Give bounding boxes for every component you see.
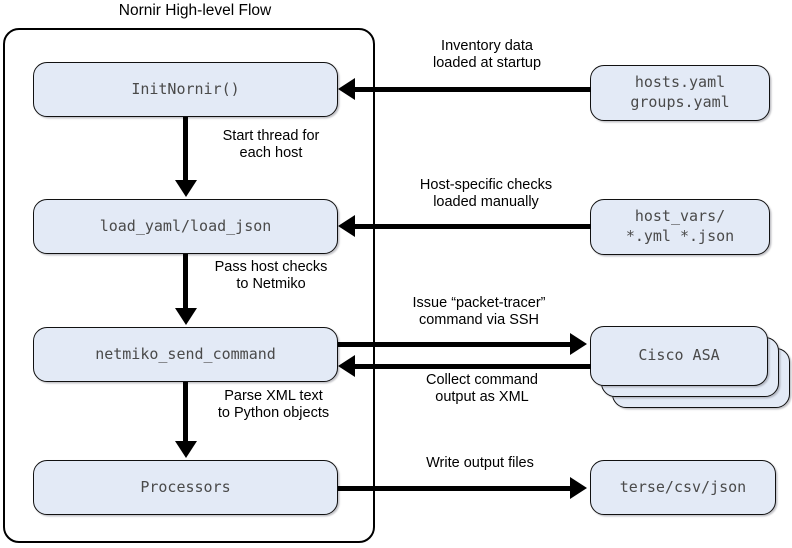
flow-container-boundary [3, 28, 375, 543]
connector-processors-to-outputs-line [338, 486, 574, 491]
connector-init-to-loadyaml-arrowhead [175, 180, 197, 197]
label-inventory-data: Inventory data loaded at startup [432, 38, 542, 72]
label-pass-host-checks: Pass host checks to Netmiko [214, 259, 328, 293]
label-write-output-files: Write output files [426, 455, 534, 471]
node-cisco-asa-front[interactable]: Cisco ASA [590, 326, 768, 386]
connector-hosts-to-init-arrowhead [338, 78, 355, 100]
label-issue-packet-tracer: Issue “packet-tracer” command via SSH [412, 295, 546, 329]
node-load-yaml-load-json[interactable]: load_yaml/load_json [33, 199, 338, 254]
connector-hostvars-to-loadyaml-line [355, 224, 591, 229]
label-host-specific-checks: Host-specific checks loaded manually [419, 177, 553, 211]
connector-hostvars-to-loadyaml-arrowhead [338, 215, 355, 237]
node-output-files[interactable]: terse/csv/json [590, 460, 776, 515]
connector-loadyaml-to-netmiko-arrowhead [175, 308, 197, 325]
connector-loadyaml-to-netmiko-line [183, 254, 188, 310]
node-init-nornir[interactable]: InitNornir() [33, 62, 338, 117]
connector-netmiko-to-asa-arrowhead [570, 333, 587, 355]
label-parse-xml: Parse XML text to Python objects [217, 388, 330, 422]
connector-netmiko-to-asa-line [338, 342, 574, 347]
connector-asa-to-netmiko-line [355, 364, 591, 369]
node-cisco-asa-stack[interactable]: Cisco ASA [590, 326, 790, 416]
node-netmiko-send-command[interactable]: netmiko_send_command [33, 327, 338, 382]
node-hosts-yaml[interactable]: hosts.yaml groups.yaml [590, 65, 770, 121]
label-collect-command-output: Collect command output as XML [425, 372, 538, 406]
connector-hosts-to-init-line [355, 87, 591, 92]
node-host-vars[interactable]: host_vars/ *.yml *.json [590, 199, 770, 255]
connector-init-to-loadyaml-line [183, 117, 188, 182]
connector-processors-to-outputs-arrowhead [570, 477, 587, 499]
connector-netmiko-to-processors-arrowhead [175, 441, 197, 458]
label-start-thread: Start thread for each host [222, 128, 320, 162]
page-title: Nornir High-level Flow [118, 2, 272, 19]
connector-netmiko-to-processors-line [183, 382, 188, 444]
connector-asa-to-netmiko-arrowhead [338, 355, 355, 377]
node-processors[interactable]: Processors [33, 460, 338, 515]
